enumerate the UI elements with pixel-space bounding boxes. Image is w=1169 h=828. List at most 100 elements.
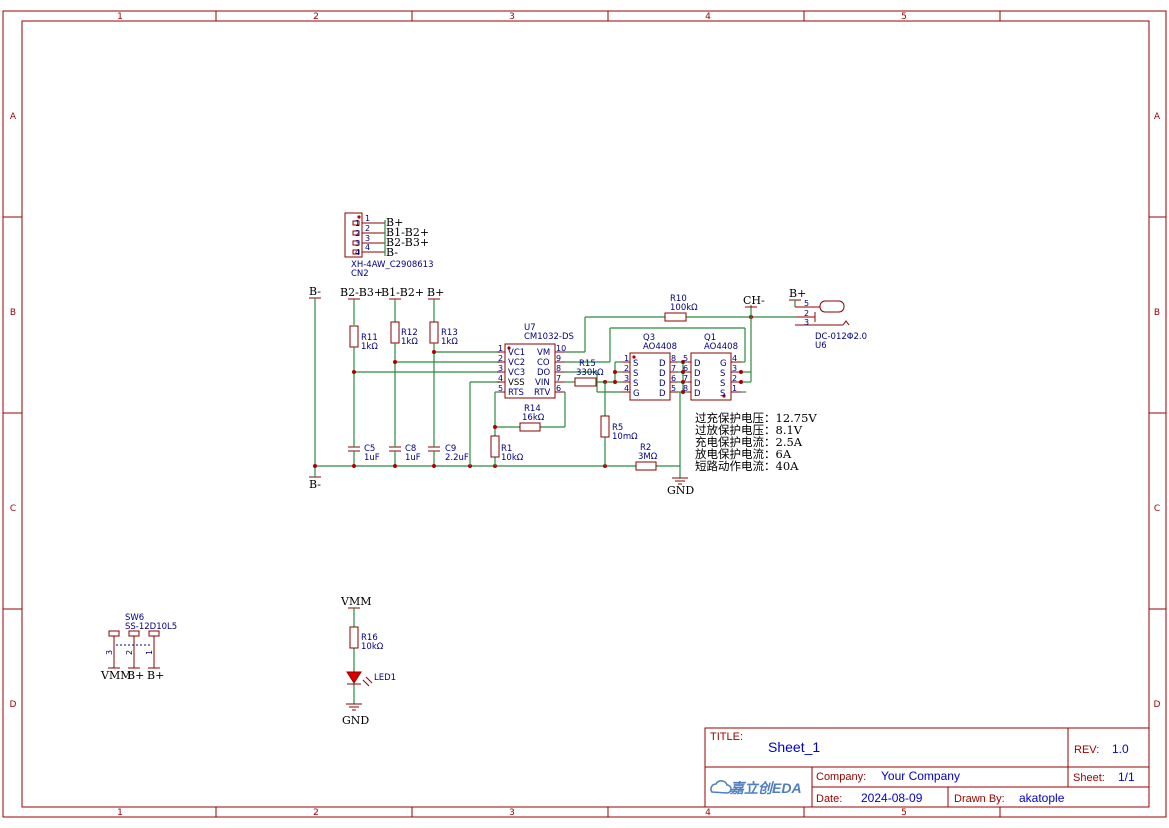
q3-pin-6-name: D xyxy=(659,379,666,389)
net-label-b-minus-bottom: B- xyxy=(309,478,321,491)
resistor-r1[interactable]: R1 10kΩ xyxy=(490,435,524,463)
q3-pin-4-name: G xyxy=(633,389,640,399)
col-label-top-3: 3 xyxy=(509,12,515,22)
u7-pin-2-num: 2 xyxy=(498,354,503,363)
sw6-pin-1: 1 xyxy=(145,650,154,655)
u7-pin-8-num: 8 xyxy=(556,364,561,373)
resistor-r16[interactable]: R16 10kΩ xyxy=(349,626,384,652)
left-rails: B- B- B2-B3+ B1-B2+ B+ xyxy=(309,285,444,491)
q1-pin-1-name: S xyxy=(720,389,725,399)
sheet-title: Sheet_1 xyxy=(768,739,820,755)
c9-ref: C9 xyxy=(445,444,456,454)
row-label-left-b: B xyxy=(10,308,16,318)
r5-body xyxy=(600,415,610,438)
c8-value: 1uF xyxy=(405,453,421,463)
row-label-left-c: C xyxy=(10,504,16,514)
col-label-top-4: 4 xyxy=(705,12,711,22)
q3-pin-5-name: D xyxy=(659,389,666,399)
row-label-right-c: C xyxy=(1154,504,1160,514)
q1-pin-4-num: 4 xyxy=(732,354,737,363)
r2-ref: R2 xyxy=(640,443,651,453)
u6-pin-2: 2 xyxy=(804,309,809,318)
col-label-bottom-1: 1 xyxy=(117,808,123,818)
cn2-pin-2: 2 xyxy=(355,229,360,238)
q3-pin-8-num: 8 xyxy=(671,354,676,363)
title-label: TITLE: xyxy=(710,731,743,743)
sw6-pin-3: 3 xyxy=(105,650,114,655)
u7-pin-1-num: 1 xyxy=(498,344,503,353)
q1-pin-8-num: 8 xyxy=(683,384,688,393)
capacitor-c5[interactable]: C5 1uF xyxy=(348,440,380,466)
r2-value: 3MΩ xyxy=(638,452,658,462)
company-value: Your Company xyxy=(881,769,960,783)
q3-pin-2-name: S xyxy=(633,369,638,379)
r13-value: 1kΩ xyxy=(441,337,458,347)
net-label-gnd: GND xyxy=(667,484,694,497)
r5-ref: R5 xyxy=(612,423,623,433)
q3-pin-1-num: 1 xyxy=(624,354,629,363)
cn2-net-1: B+ xyxy=(386,216,403,229)
u7-pin-7-name: VIN xyxy=(535,378,550,388)
dc-jack-u6[interactable]: B+ 5 2 3 DC-012Φ2.0 U6 xyxy=(789,287,867,351)
ic-u7[interactable]: U7 CM1032-DS 1 2 3 4 5 VC1 VC2 VC3 VSS R… xyxy=(497,323,574,399)
col-label-top-2: 2 xyxy=(313,12,319,22)
net-label-ch-minus: CH- xyxy=(743,294,765,307)
r16-ref: R16 xyxy=(361,633,378,643)
q1-pin-2-num: 2 xyxy=(732,374,737,383)
u6-barrel xyxy=(819,300,845,313)
note-line-3: 充电保护电流：2.5A xyxy=(695,435,803,449)
u7-pin-10-name: VM xyxy=(537,348,550,358)
r1-ref: R1 xyxy=(501,444,512,454)
u7-pin-2-name: VC2 xyxy=(508,358,525,368)
q1-pin-3-num: 3 xyxy=(732,364,737,373)
r16-body xyxy=(349,626,359,649)
sheet-label: Sheet: xyxy=(1073,772,1105,784)
r1-body xyxy=(490,435,500,458)
row-label-left-d: D xyxy=(10,700,17,710)
q3-pin-7-num: 7 xyxy=(671,364,676,373)
u7-pin-5-num: 5 xyxy=(498,384,503,393)
note-line-5: 短路动作电流：40A xyxy=(695,459,799,473)
q1-pin-2-name: S xyxy=(720,379,725,389)
q3-ref: Q3 xyxy=(643,333,655,343)
q3-pin-6-num: 6 xyxy=(671,374,676,383)
row-label-right-d: D xyxy=(1154,700,1161,710)
row-label-right-a: A xyxy=(1154,112,1161,122)
q3-pin-2-num: 2 xyxy=(624,364,629,373)
capacitor-c8[interactable]: C8 1uF xyxy=(389,440,421,466)
rev-label: REV: xyxy=(1074,744,1099,756)
resistor-r10[interactable]: R10 100kΩ xyxy=(664,294,698,322)
date-label: Date: xyxy=(816,793,842,805)
mosfet-q3[interactable]: Q3 AO4408 1 2 3 4 S S S G 8 7 6 5 D D D … xyxy=(622,333,678,401)
r15-body xyxy=(574,377,597,387)
cn2-inner-pin-3: 3 xyxy=(365,234,370,243)
q3-pin-1-name: S xyxy=(633,359,638,369)
cn2-ref: CN2 xyxy=(351,269,369,279)
col-label-bottom-3: 3 xyxy=(509,808,515,818)
u7-pin-9-num: 9 xyxy=(556,354,561,363)
net-label-b-minus-top: B- xyxy=(309,285,321,298)
r14-value: 16kΩ xyxy=(522,413,545,423)
rev-value: 1.0 xyxy=(1112,742,1129,756)
led-led1[interactable]: LED1 xyxy=(346,671,396,687)
led1-ref: LED1 xyxy=(374,673,396,683)
connector-cn2[interactable]: 1 2 3 4 1 2 3 4 B+ B1-B2+ B2-B3+ B- XH-4… xyxy=(344,212,434,279)
note-line-2: 过放保护电压：8.1V xyxy=(695,423,803,437)
mosfet-q1[interactable]: Q1 AO4408 5 6 7 8 D D D D 4 3 2 1 G S S … xyxy=(683,333,741,401)
resistor-r14[interactable]: R14 16kΩ xyxy=(519,404,545,432)
capacitor-c9[interactable]: C9 2.2uF xyxy=(428,440,469,466)
u6-pin-3: 3 xyxy=(804,318,809,327)
r11-body xyxy=(349,325,359,348)
u6-value: DC-012Φ2.0 xyxy=(815,332,867,342)
resistor-r15[interactable]: R15 330kΩ xyxy=(574,359,604,387)
switch-sw6[interactable]: SW6 SS-12D10L5 3 2 1 VMM B+ B+ xyxy=(100,613,177,682)
led1-triangle xyxy=(346,671,362,684)
q3-pin-7-name: D xyxy=(659,369,666,379)
resistor-r5[interactable]: R5 10mΩ xyxy=(600,415,638,442)
resistor-r2[interactable]: R2 3MΩ xyxy=(635,443,658,471)
drawn-by-value: akatople xyxy=(1019,791,1065,805)
q1-pin-3-name: S xyxy=(720,369,725,379)
divider-wires xyxy=(352,343,500,440)
r11-value: 1kΩ xyxy=(361,342,378,352)
